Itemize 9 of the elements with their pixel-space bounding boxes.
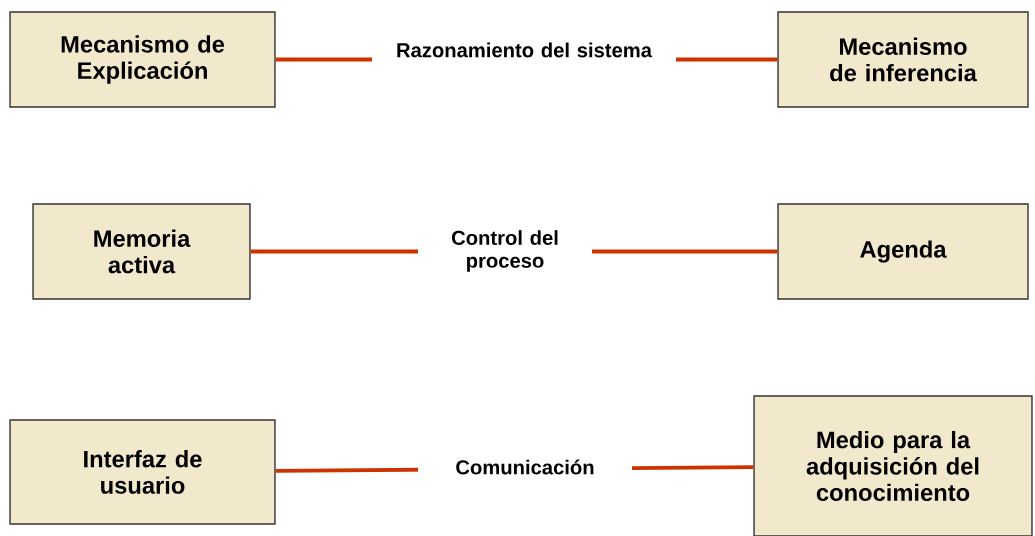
edge-label: Control del proceso <box>418 223 592 279</box>
process-box: Mecanismo de Explicación <box>9 11 276 108</box>
edge-label: Razonamiento del sistema <box>372 35 676 65</box>
process-box: Mecanismo de inferencia <box>777 11 1029 108</box>
process-box: Medio para la adquisición del conocimiento <box>753 395 1033 536</box>
process-box: Memoria activa <box>32 203 251 300</box>
process-box: Interfaz de usuario <box>9 419 276 525</box>
process-box: Agenda <box>777 203 1029 300</box>
edge-label: Comunicación <box>418 452 632 482</box>
